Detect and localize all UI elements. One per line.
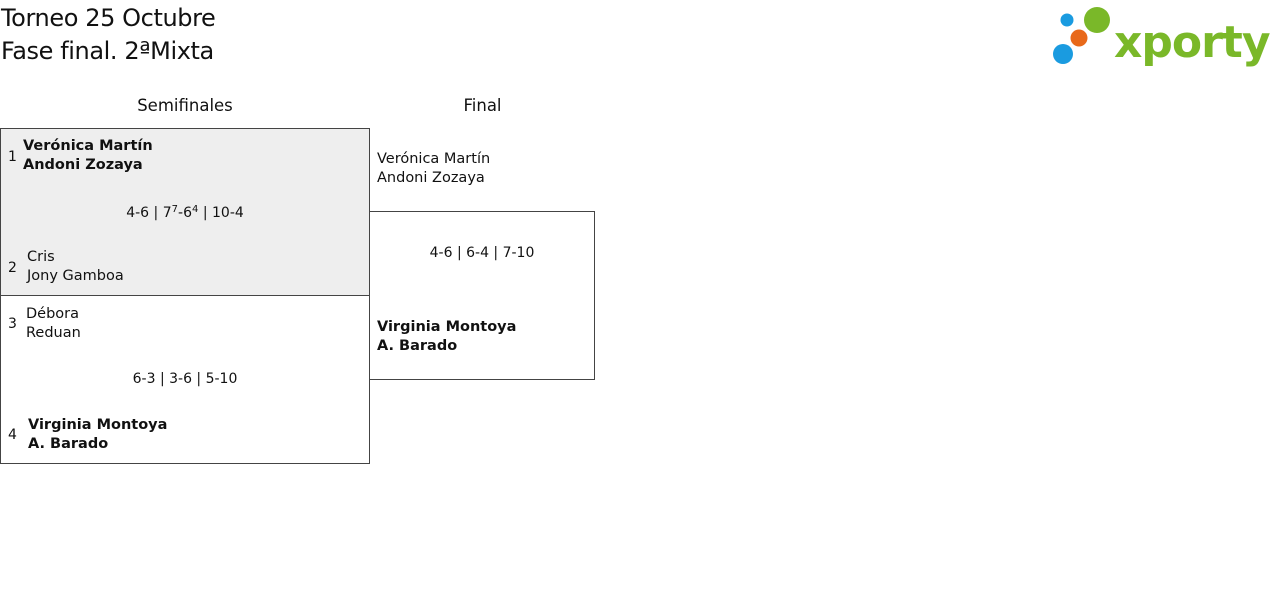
final-match: 4-6 | 6-4 | 7-10 Virginia Montoya A. Bar… [369, 211, 595, 380]
logo-dot-green [1084, 7, 1110, 33]
player-name: Verónica Martín [23, 138, 153, 154]
seed-number: 3 [8, 316, 17, 332]
final-team-top: Verónica Martín Andoni Zozaya [377, 150, 490, 188]
round-heading-final: Final [463, 96, 502, 115]
xporty-logo-mark: xporty [1053, 7, 1271, 68]
player-name: Virginia Montoya [28, 417, 168, 433]
team-loser: Débora Reduan [26, 305, 81, 343]
player-name: Verónica Martín [377, 151, 491, 167]
player-name: A. Barado [28, 436, 109, 452]
tournament-name: Torneo 25 Octubre [1, 4, 216, 32]
logo-wordmark: xporty [1114, 17, 1270, 68]
player-name: Débora [26, 306, 80, 322]
final-team-winner: Virginia Montoya A. Barado [377, 318, 516, 356]
player-name: Reduan [26, 325, 81, 341]
player-name: Andoni Zozaya [377, 170, 485, 186]
semifinal-match-1: 1 Verónica Martín Andoni Zozaya 4-6 | 77… [0, 128, 370, 296]
xporty-logo: xporty [1050, 2, 1278, 68]
player-name: Jony Gamboa [27, 268, 124, 284]
seed-number: 1 [8, 149, 17, 165]
team-winner: Verónica Martín Andoni Zozaya [23, 137, 153, 175]
player-name: Andoni Zozaya [23, 157, 143, 173]
page-title: Torneo 25 Octubre Fase final. 2ªMixta [1, 2, 216, 68]
match-score: 6-3 | 3-6 | 5-10 [132, 371, 238, 387]
phase-name: Fase final. 2ªMixta [1, 37, 214, 65]
semifinal-match-2: 3 Débora Reduan 6-3 | 3-6 | 5-10 4 Virgi… [0, 295, 370, 464]
logo-dot-blue-large [1053, 44, 1073, 64]
match-score: 4-6 | 6-4 | 7-10 [429, 245, 535, 261]
player-name: Virginia Montoya [377, 319, 517, 335]
team-loser: Cris Jony Gamboa [27, 248, 124, 286]
player-name: A. Barado [377, 338, 458, 354]
logo-dot-blue-small [1060, 13, 1074, 27]
team-winner: Virginia Montoya A. Barado [28, 416, 167, 454]
player-name: Cris [27, 249, 55, 265]
seed-number: 4 [8, 427, 17, 443]
round-heading-semifinals: Semifinales [137, 96, 233, 115]
seed-number: 2 [8, 260, 17, 276]
logo-dot-orange [1070, 29, 1088, 47]
match-score: 4-6 | 77-64 | 10-4 [126, 204, 244, 221]
